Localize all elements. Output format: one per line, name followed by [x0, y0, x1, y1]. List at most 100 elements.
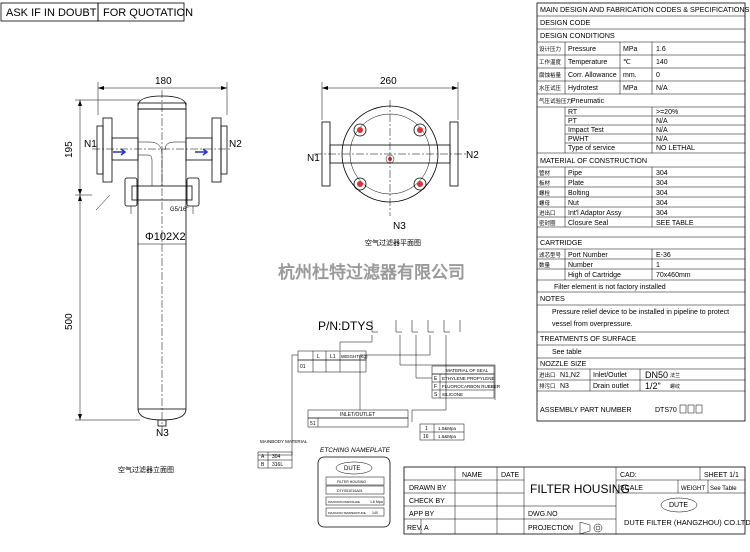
notes-line1: Pressure relief device to be installed i… [552, 309, 729, 316]
size-code-16: 16 [423, 434, 429, 440]
company-watermark: 杭州杜特过滤器有限公司 [278, 262, 465, 282]
cond-en-0: Pressure [568, 46, 596, 53]
nozzle-title: NOZZLE SIZE [540, 359, 587, 368]
mat-en-5: Closure Seal [568, 220, 609, 227]
front-port-n2: N2 [229, 139, 242, 150]
assembly-value: DTS70 [655, 407, 677, 414]
mat-cn-2: 螺栓 [539, 189, 551, 197]
mat-cn-5: 密封圈 [539, 219, 556, 227]
mat-val-2: 304 [656, 190, 668, 197]
tb-rev: REV. [407, 525, 423, 532]
spec-design-code: DESIGN CODE [540, 18, 591, 27]
hl-row-01: 01 [300, 364, 306, 370]
size-code-1: 1 [425, 426, 428, 432]
sub-val-3: N/A [656, 136, 668, 143]
nameplate-line3: MAXIMUM PRESSURE [328, 500, 360, 504]
sub-en-1: PT [568, 118, 578, 125]
seal-code-f: F [434, 384, 437, 390]
mat-en-1: Plate [568, 180, 584, 187]
nameplate-logo: DUTE [344, 466, 360, 472]
mat-cn-1: 板材 [539, 179, 551, 187]
cond-cn-0: 设计压力 [539, 45, 561, 53]
mat-val-4: 304 [656, 210, 668, 217]
cart-val-0: E-36 [656, 252, 671, 259]
tb-app-by: APP BY [409, 511, 434, 518]
quotation-label: FOR QUOTATION [103, 7, 193, 19]
tb-sheet: SHEET 1/1 [704, 472, 739, 479]
dim-pipe-diameter: Φ102X2 [145, 231, 186, 243]
dim-width-180: 180 [155, 76, 172, 87]
cart-cn-1: 数量 [539, 261, 551, 269]
body-code-a: A [261, 454, 265, 460]
projection-symbol-icon [579, 521, 603, 535]
cond-en-1: Temperature [568, 59, 607, 66]
sub-en-3: PWHT [568, 136, 589, 143]
treatments-value: See table [552, 349, 582, 356]
pn-prefix: P/N:DTYS [318, 319, 373, 333]
tb-title: FILTER HOUSING [530, 482, 630, 496]
sub-en-0: RT [568, 109, 578, 116]
nameplate-line2: DTYS51E16A01 [337, 489, 363, 493]
treatments-title: TREATMENTS OF SURFACE [540, 334, 636, 343]
sub-en-2: Impact Test [568, 127, 604, 134]
plan-port-n1: N1 [307, 153, 320, 164]
quotation-box [97, 2, 185, 22]
noz-size-0: DN50 [645, 370, 668, 380]
tb-see-table: See Table [710, 486, 737, 492]
cond-cn-1: 工作温度 [539, 58, 562, 66]
cart-en-1: Number [568, 262, 594, 269]
title-block: NAME DATE DRAWN BY CHECK BY APP BY REV. … [403, 466, 750, 535]
body-title: MAINBODY MATERIAL [260, 439, 308, 444]
tb-date: DATE [501, 472, 519, 479]
cond-en-2: Corr. Allowance [568, 72, 617, 79]
mat-cn-4: 进出口 [539, 209, 556, 217]
sub-val-4: NO LETHAL [656, 145, 695, 152]
seal-title: MATERIAL OF SEAL [446, 368, 489, 373]
material-title: MATERIAL OF CONSTRUCTION [540, 156, 647, 165]
mat-cn-3: 螺母 [539, 199, 551, 207]
mat-en-2: Bolting [568, 190, 590, 197]
cond-cn-2: 腐蚀裕量 [539, 71, 562, 79]
body-name-a: 304 [272, 454, 281, 460]
tb-check-by: CHECK BY [409, 498, 445, 505]
cart-en-2: High of Cartridge [568, 272, 621, 279]
cartridge-title: CARTRIDGE [540, 238, 582, 247]
noz-size-1: 1/2" [645, 381, 661, 391]
sub-val-0: >=20% [656, 109, 678, 116]
tb-weight: WEIGHT [681, 486, 705, 492]
cond-unit-0: MPa [623, 46, 638, 53]
noz-port-1: N3 [560, 383, 569, 390]
nameplate-line4: MAXIMUM TEMPERATURE [328, 511, 366, 515]
tb-cad: CAD: [620, 472, 637, 479]
tb-dwg-no: DWG.NO [528, 511, 558, 518]
tb-logo: DUTE [669, 502, 688, 509]
dim-width-260: 260 [380, 76, 397, 87]
hl-col-weight: WEIGHT(Kg) [341, 354, 368, 359]
noz-port-0: N1,N2 [560, 372, 580, 379]
tb-drawn-by: DRAWN BY [409, 485, 447, 492]
mat-val-1: 304 [656, 180, 668, 187]
cond-unit-1: ℃ [623, 59, 631, 66]
body-name-b: 316L [272, 462, 283, 468]
mat-en-0: Pipe [568, 170, 582, 177]
nameplate: ETCHING NAMEPLATE DUTE FILTER HOUSING DT… [317, 447, 391, 528]
noz-cn-1: 排污口 [539, 382, 556, 390]
cond-en-3: Hydrotest [568, 85, 598, 92]
nameplate-line3-val: 1.6 Mpa [370, 500, 383, 504]
seal-name-f: FLUOROCARBON RUBBER [442, 384, 501, 389]
dute-logo-icon [660, 497, 698, 513]
body-code-b: B [261, 462, 265, 468]
front-port-n1: N1 [84, 139, 97, 150]
plan-port-n2: N2 [466, 150, 479, 161]
dim-195: 195 [64, 141, 75, 158]
mat-en-3: Nut [568, 200, 579, 207]
notes-line2: vessel from overpressure. [552, 321, 633, 328]
tb-rev-val: A [424, 525, 429, 532]
size-name-1: 1.0&Mpa [438, 426, 457, 431]
cond-val-1: 140 [656, 59, 668, 66]
sub-val-2: N/A [656, 127, 668, 134]
pneumatic-cn: 气压试验压力 [539, 97, 572, 105]
cond-val-2: 0 [656, 72, 660, 79]
sub-val-1: N/A [656, 118, 668, 125]
inlet-title: INLET/OUTLET [340, 412, 375, 418]
